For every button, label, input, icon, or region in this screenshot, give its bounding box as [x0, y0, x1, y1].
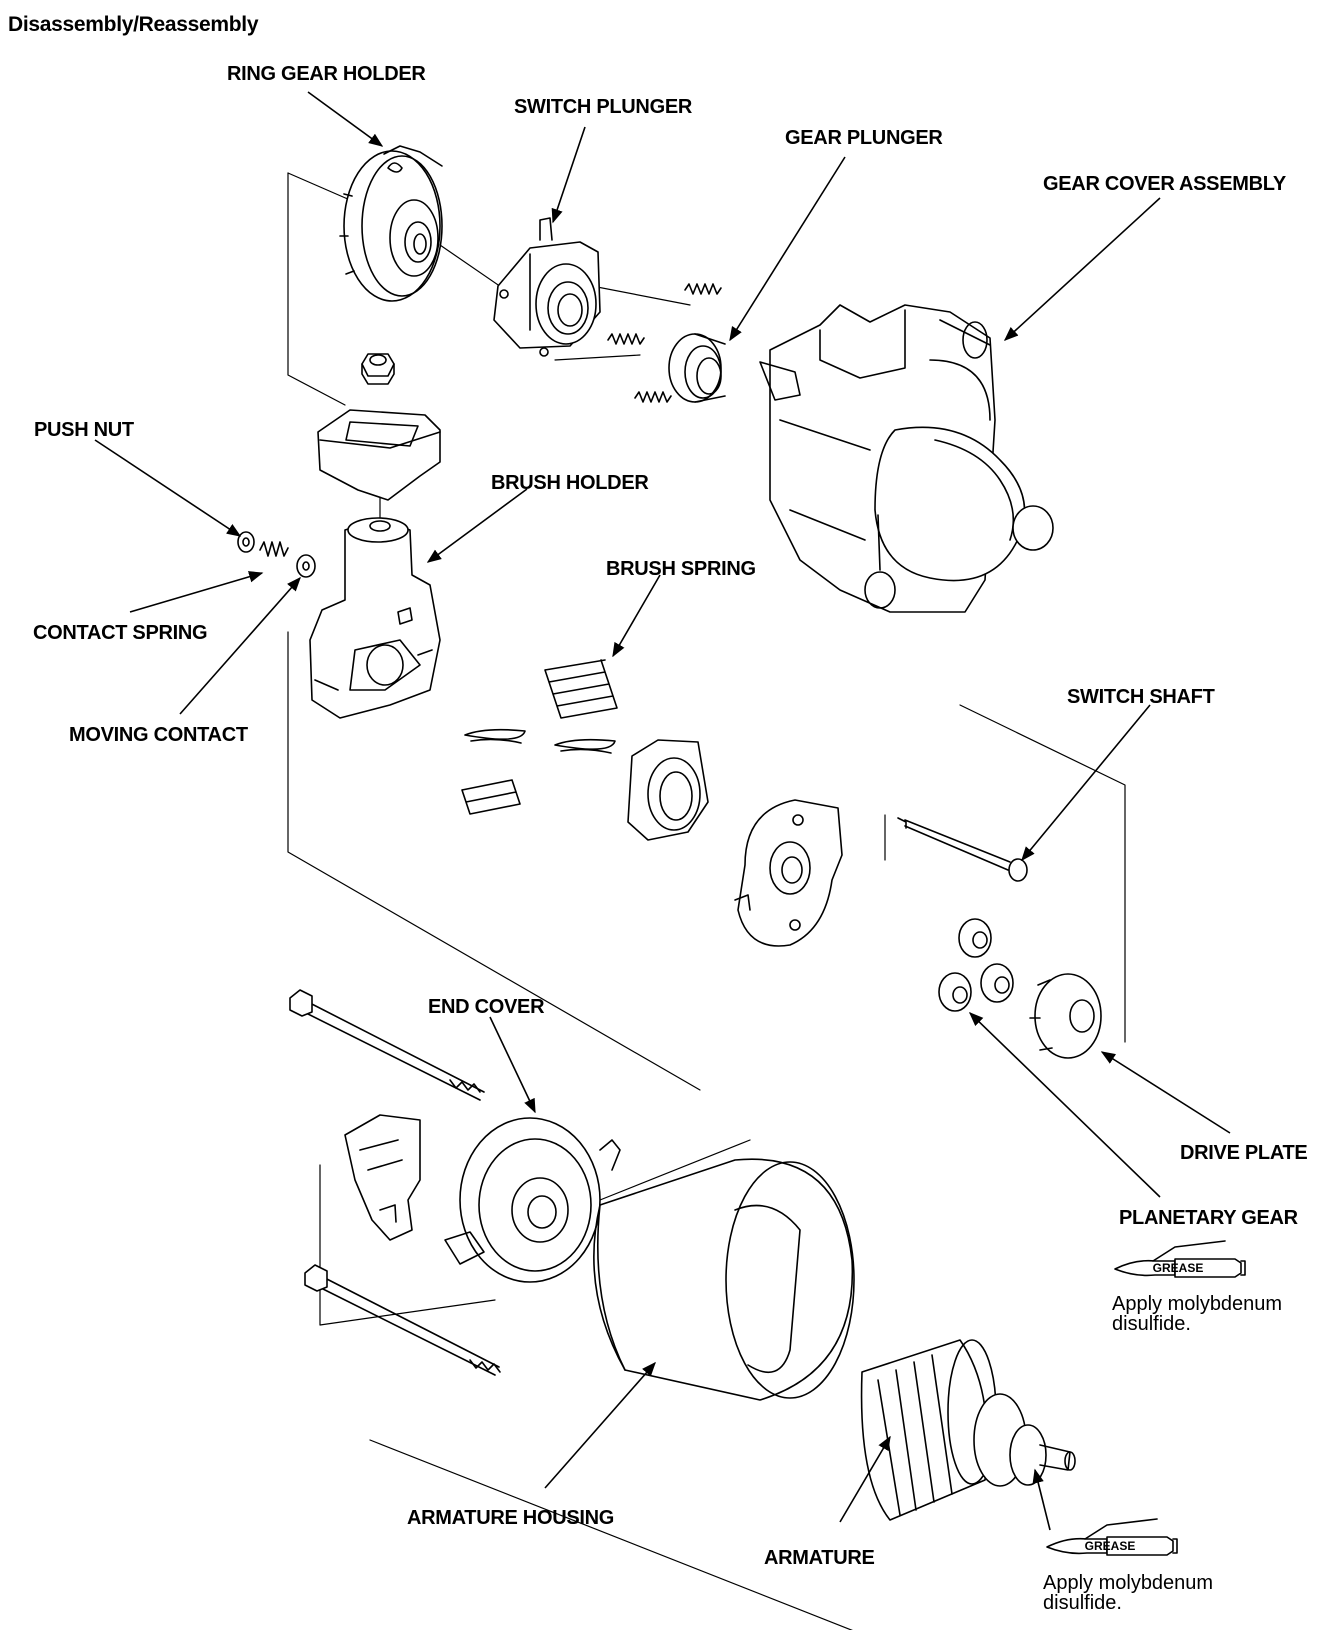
armature-part	[860, 1339, 1076, 1521]
switch-plunger-part	[493, 217, 601, 357]
label-brush-holder: BRUSH HOLDER	[491, 472, 649, 494]
label-brush-spring: BRUSH SPRING	[606, 558, 756, 580]
gear-plunger-part	[668, 333, 726, 403]
label-gear-cover-assembly: GEAR COVER ASSEMBLY	[1043, 173, 1286, 195]
brush-springs	[461, 659, 618, 815]
assembly-lines	[287, 172, 1126, 1630]
label-gear-plunger: GEAR PLUNGER	[785, 127, 943, 149]
drive-end-plate-part	[734, 799, 843, 947]
label-switch-plunger: SWITCH PLUNGER	[514, 96, 693, 118]
grease-note-1-line2: disulfide.	[1112, 1313, 1191, 1335]
grease-note-2-line1: Apply molybdenum	[1043, 1572, 1214, 1594]
label-contact-spring: CONTACT SPRING	[33, 622, 208, 644]
push-nut-small-parts	[237, 531, 316, 578]
terminal-holder-part	[317, 409, 441, 501]
through-bolts	[289, 989, 501, 1376]
switch-shaft-part	[897, 817, 1028, 882]
label-armature: ARMATURE	[764, 1547, 875, 1569]
leader-arrows	[94, 91, 1231, 1531]
grease-note-1: Apply molybdenum disulfide.	[1112, 1294, 1282, 1334]
brush-bracket-part	[344, 1114, 421, 1241]
grease-label: GREASE	[1153, 1261, 1204, 1275]
label-switch-shaft: SWITCH SHAFT	[1067, 686, 1215, 708]
label-end-cover: END COVER	[428, 996, 545, 1018]
grease-tube-icon	[1114, 1240, 1246, 1278]
grease-tube-icon-2	[1046, 1518, 1178, 1556]
label-armature-housing: ARMATURE HOUSING	[407, 1507, 615, 1529]
grease-label-2: GREASE	[1085, 1539, 1136, 1553]
page-title: Disassembly/Reassembly	[8, 13, 259, 36]
ring-gear-holder-part	[339, 145, 443, 302]
label-planetary-gear: PLANETARY GEAR	[1119, 1207, 1298, 1229]
label-moving-contact: MOVING CONTACT	[69, 724, 248, 746]
gear-cover-assembly-part	[759, 304, 1054, 613]
grease-note-2-line2: disulfide.	[1043, 1592, 1122, 1614]
planetary-gears	[938, 918, 1014, 1012]
plunger-springs	[607, 283, 722, 403]
end-cover-part	[444, 1117, 621, 1283]
grease-note-1-line1: Apply molybdenum	[1112, 1293, 1283, 1315]
label-drive-plate: DRIVE PLATE	[1180, 1142, 1308, 1164]
armature-housing-part	[593, 1158, 855, 1401]
label-push-nut: PUSH NUT	[34, 419, 134, 441]
brush-plate-part	[627, 739, 709, 841]
label-ring-gear-holder: RING GEAR HOLDER	[227, 63, 426, 85]
grease-note-2: Apply molybdenum disulfide.	[1043, 1573, 1213, 1613]
terminal-nut-part	[361, 353, 395, 385]
drive-plate-part	[1029, 973, 1102, 1059]
brush-holder-part	[309, 517, 441, 719]
